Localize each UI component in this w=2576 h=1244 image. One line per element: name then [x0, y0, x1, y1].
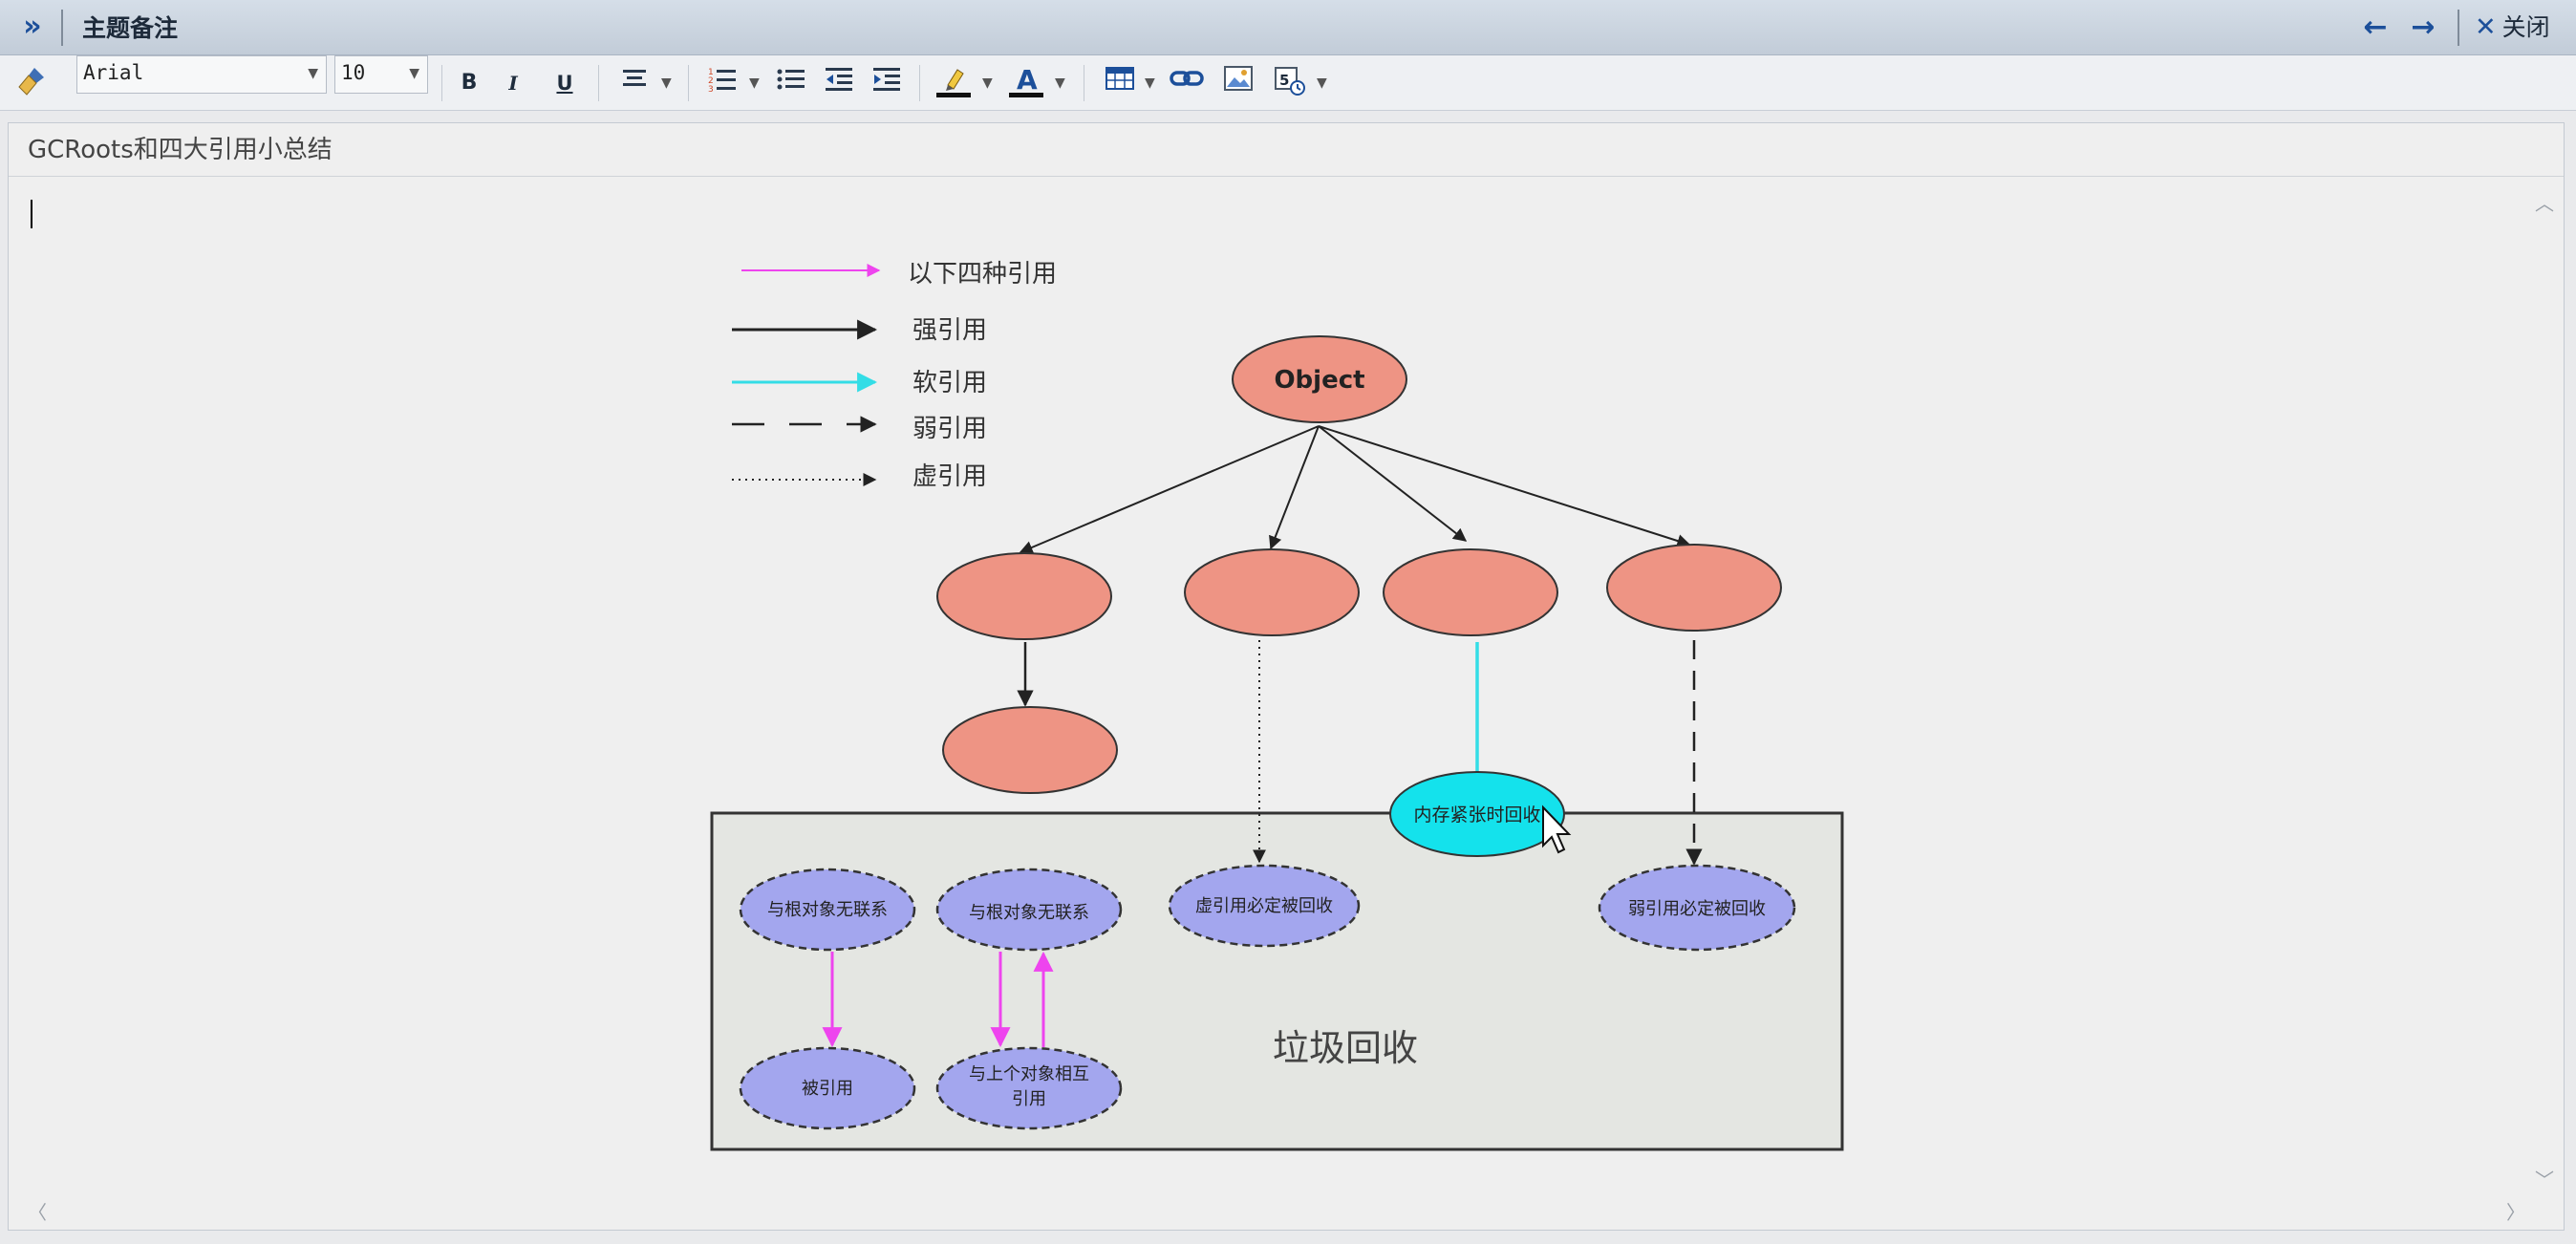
close-button[interactable]: ✕关闭	[2475, 10, 2550, 46]
font-color-button[interactable]: A	[1005, 64, 1047, 102]
align-button[interactable]	[615, 64, 654, 102]
scroll-down-icon[interactable]: ﹀	[2535, 1169, 2554, 1191]
link-icon	[1170, 71, 1204, 86]
toolbar-separator	[441, 65, 442, 101]
numbered-list-icon: 1 2 3	[708, 68, 736, 95]
panel-title: 主题备注	[82, 14, 179, 42]
underline-button[interactable]: U	[556, 72, 573, 95]
highlight-color-button[interactable]	[933, 64, 975, 102]
scroll-left-icon[interactable]: 〈	[28, 1201, 47, 1224]
svg-text:5: 5	[1279, 72, 1289, 89]
font-family-value: Arial	[83, 61, 144, 84]
insert-date-button[interactable]: 5	[1271, 64, 1309, 102]
toolbar-separator	[919, 65, 920, 101]
close-label: 关闭	[2501, 13, 2550, 41]
nav-separator	[2458, 10, 2459, 46]
outdent-icon	[826, 68, 852, 91]
highlight-dropdown-icon[interactable]: ▼	[982, 75, 993, 91]
title-separator	[61, 10, 63, 46]
highlighter-icon	[936, 69, 971, 97]
insert-table-button[interactable]	[1101, 64, 1139, 102]
title-bar: » 主题备注 ← → ✕关闭	[0, 0, 2576, 55]
note-subject: GCRoots和四大引用小总结	[28, 136, 333, 164]
svg-text:2: 2	[708, 76, 714, 86]
back-arrow-icon[interactable]: ←	[2363, 11, 2388, 44]
italic-button[interactable]: I	[508, 72, 518, 95]
bold-button[interactable]: B	[461, 71, 478, 95]
text-caret	[31, 200, 32, 228]
insert-image-button[interactable]	[1219, 64, 1257, 102]
forward-arrow-icon[interactable]: →	[2411, 11, 2436, 44]
clear-format-brush-icon[interactable]	[13, 64, 52, 102]
chevron-down-icon: ▼	[308, 66, 318, 81]
indent-icon	[873, 68, 900, 91]
bullet-list-icon	[777, 69, 805, 90]
svg-text:1: 1	[708, 68, 714, 77]
font-color-icon: A	[1009, 64, 1043, 97]
font-size-value: 10	[341, 61, 366, 84]
calendar-icon: 5	[1275, 67, 1305, 96]
subject-line[interactable]: GCRoots和四大引用小总结	[9, 123, 2564, 177]
brush-svg	[18, 68, 44, 96]
close-icon: ✕	[2475, 12, 2497, 42]
toolbar-separator	[688, 65, 689, 101]
svg-text:A: A	[1017, 64, 1038, 96]
numbered-list-button[interactable]: 1 2 3	[703, 64, 741, 102]
toolbar-separator	[598, 65, 599, 101]
align-dropdown-icon[interactable]: ▼	[661, 75, 672, 91]
align-center-icon	[623, 70, 646, 86]
decrease-indent-button[interactable]	[820, 64, 858, 102]
table-icon	[1106, 67, 1134, 90]
increase-indent-button[interactable]	[868, 64, 906, 102]
font-color-dropdown-icon[interactable]: ▼	[1055, 75, 1065, 91]
scroll-up-icon[interactable]: ︿	[2535, 192, 2554, 215]
numbered-list-dropdown-icon[interactable]: ▼	[749, 75, 760, 91]
chevron-down-icon: ▼	[409, 66, 419, 81]
bullet-list-button[interactable]	[772, 64, 810, 102]
scroll-right-icon[interactable]: 〉	[2506, 1201, 2525, 1224]
font-size-select[interactable]: 10 ▼	[334, 55, 428, 94]
notes-editor[interactable]: GCRoots和四大引用小总结 ︿ ﹀ 〈 〉	[8, 122, 2565, 1231]
image-icon	[1224, 66, 1253, 91]
table-dropdown-icon[interactable]: ▼	[1145, 75, 1155, 91]
insert-date-dropdown-icon[interactable]: ▼	[1317, 75, 1327, 91]
svg-text:3: 3	[708, 85, 714, 95]
insert-link-button[interactable]	[1166, 64, 1208, 102]
expand-panel-icon[interactable]: »	[23, 10, 42, 43]
font-family-select[interactable]: Arial ▼	[76, 55, 327, 94]
